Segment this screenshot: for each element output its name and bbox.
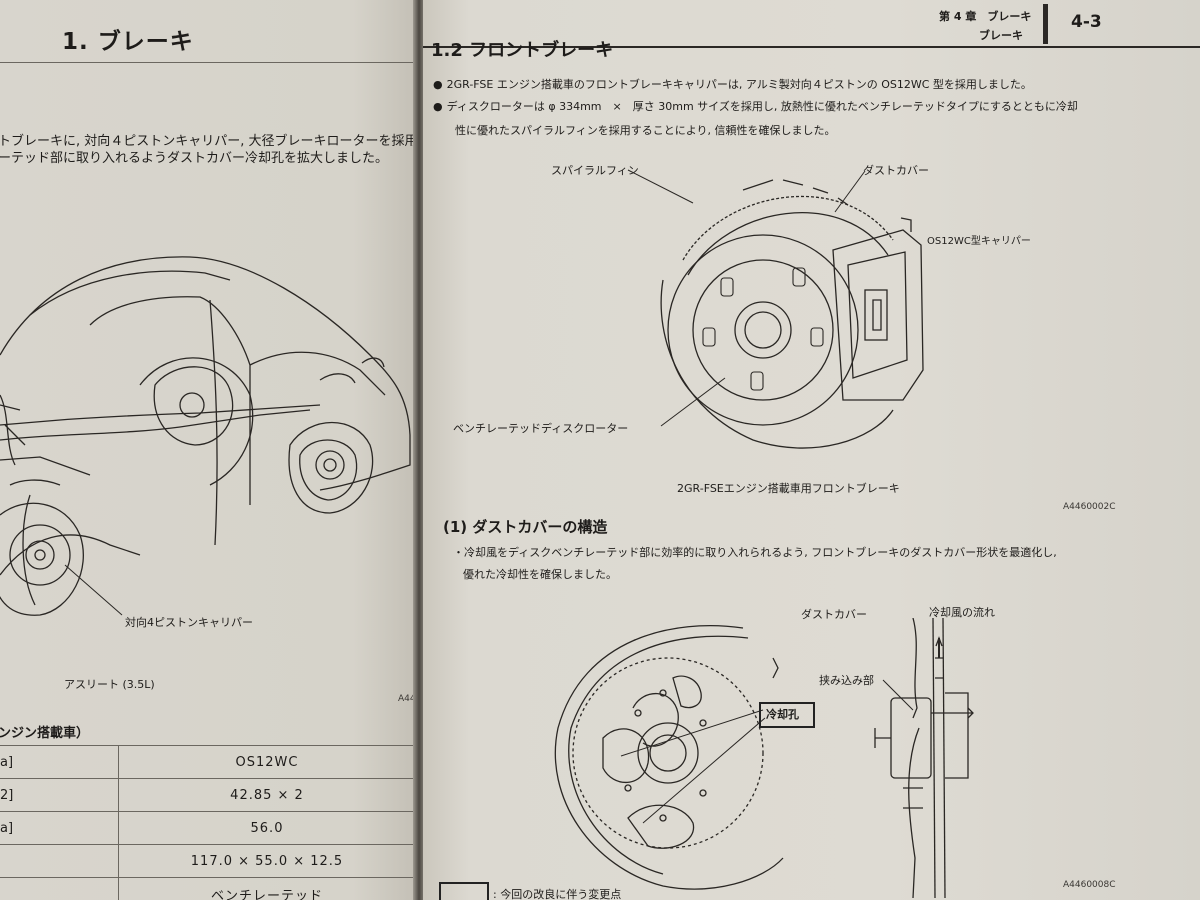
fig2-label-dust: ダストカバー <box>801 608 867 621</box>
bullet-1: ●2GR-FSE エンジン搭載車のフロントブレーキキャリパーは, アルミ製対向４… <box>433 76 1032 92</box>
fig1-label-dust: ダストカバー <box>863 164 929 177</box>
left-intro-line2: ーテッド部に取り入れるようダストカバー冷却孔を拡大しました。 <box>0 151 389 166</box>
book-gutter <box>413 0 425 900</box>
table-cell-label <box>0 844 119 878</box>
fig1-leader-dust <box>834 170 866 213</box>
subsection-body-2: 優れた冷却性を確保しました。 <box>463 568 617 581</box>
fig1-leader-fin <box>627 169 694 204</box>
subsection-body-1: ・冷却風をディスクベンチレーテッド部に効率的に取り入れられるよう, フロントブレ… <box>453 546 1057 559</box>
brake-assembly-diagram <box>660 179 924 449</box>
figure-caption: アスリート (3.5L) <box>64 678 155 691</box>
fig1-label-caliper: OS12WC型キャリパー <box>927 236 1031 247</box>
header-rule <box>423 46 1200 48</box>
table-cell-label: a] <box>0 811 119 845</box>
fig1-caption: 2GR-FSEエンジン搭載車用フロントブレーキ <box>677 482 900 495</box>
fig1-label-rotor: ベンチレーテッドディスクローター <box>453 422 629 435</box>
table-row: 117.0 × 55.0 × 12.5 <box>0 844 415 878</box>
bullet-2-continuation: 性に優れたスパイラルフィンを採用することにより, 信頼性を確保しました。 <box>455 124 836 137</box>
figure-code: A446 <box>398 694 415 704</box>
table-heading: ンジン搭載車） <box>0 726 90 741</box>
fig2-label-clamp: 挟み込み部 <box>819 674 874 687</box>
subsection-title: (1) ダストカバーの構造 <box>443 518 608 536</box>
fig1-code: A4460002C <box>1063 502 1116 512</box>
table-cell-value: 117.0 × 55.0 × 12.5 <box>118 844 415 878</box>
header-chapter: 第 4 章 ブレーキ <box>939 10 1032 23</box>
table-row: a] 56.0 <box>0 811 415 845</box>
table-row: a] OS12WC <box>0 745 415 779</box>
dust-cover-cross-section <box>874 618 974 898</box>
section-title: 1.2 フロントブレーキ <box>431 40 614 61</box>
header-divider <box>1043 4 1048 44</box>
left-intro-line1: トブレーキに, 対向４ピストンキャリパー, 大径ブレーキローターを採用するととも <box>0 134 415 149</box>
table-row: 2] 42.85 × 2 <box>0 778 415 812</box>
legend-text: : 今回の改良に伴う変更点 <box>493 888 622 900</box>
table-cell-value: 56.0 <box>118 811 415 845</box>
title-rule <box>0 62 415 63</box>
left-page: 1. ブレーキ トブレーキに, 対向４ピストンキャリパー, 大径ブレーキローター… <box>0 0 415 900</box>
bullet-1-text: 2GR-FSE エンジン搭載車のフロントブレーキキャリパーは, アルミ製対向４ピ… <box>446 78 1032 91</box>
fig2-code: A4460008C <box>1063 880 1116 890</box>
table-cell-label: a] <box>0 745 119 779</box>
fig2-label-flow: 冷却風の流れ <box>929 606 995 619</box>
legend-swatch <box>439 882 489 900</box>
bullet-2-text: ディスクローターは φ 334mm × 厚さ 30mm サイズを採用し, 放熱性… <box>446 100 1078 113</box>
car-illustration <box>0 256 411 616</box>
table-cell-value: 42.85 × 2 <box>118 778 415 812</box>
table-row: ベンチレーテッド <box>0 877 415 900</box>
header-section: ブレーキ <box>979 29 1023 42</box>
fig2-label-hole: 冷却孔 <box>766 708 799 721</box>
fig1-label-fin: スパイラルフィン <box>551 164 639 177</box>
callout-caliper-label: 対向4ピストンキャリパー <box>125 616 253 629</box>
spec-table: a] OS12WC 2] 42.85 × 2 a] 56.0 117.0 × 5… <box>0 745 415 900</box>
right-page: 第 4 章 ブレーキ ブレーキ 4-3 1.2 フロントブレーキ ●2GR-FS… <box>423 0 1200 900</box>
bullet-2: ●ディスクローターは φ 334mm × 厚さ 30mm サイズを採用し, 放熱… <box>433 98 1078 114</box>
bullet-dot-icon: ● <box>433 78 443 91</box>
fig1-leader-rotor <box>660 377 726 427</box>
cooling-hole-label-box <box>759 702 815 728</box>
bullet-dot-icon: ● <box>433 100 443 113</box>
page-number: 4-3 <box>1071 12 1102 32</box>
table-cell-value: ベンチレーテッド <box>118 877 415 900</box>
table-cell-value: OS12WC <box>118 745 415 779</box>
dust-cover-diagram <box>554 625 784 890</box>
table-cell-label: 2] <box>0 778 119 812</box>
table-cell-label <box>0 877 119 900</box>
left-page-title: 1. ブレーキ <box>62 29 194 55</box>
